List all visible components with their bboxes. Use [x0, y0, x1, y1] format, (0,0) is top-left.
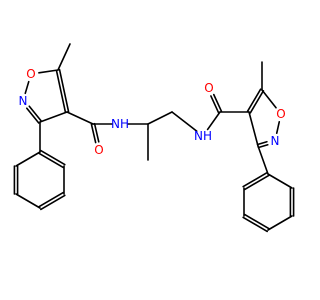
double-bond-line [28, 105, 43, 122]
atom-label-o: O [94, 143, 103, 157]
double-bond-line [210, 95, 220, 114]
double-bond-line [244, 213, 270, 230]
single-bond [39, 111, 68, 123]
double-bond-line [246, 88, 262, 112]
bond-layer [13, 43, 295, 233]
single-bond [24, 80, 30, 95]
single-bond [261, 89, 277, 109]
double-bond-line [58, 68, 70, 113]
double-bond-line [90, 123, 97, 144]
single-bond [15, 151, 41, 167]
double-bond-line [242, 216, 268, 233]
single-bond [171, 111, 198, 132]
double-bond-line [93, 122, 100, 143]
single-bond [257, 145, 269, 175]
single-bond [267, 173, 293, 189]
double-bond-line [38, 152, 64, 169]
single-bond [248, 111, 259, 147]
single-bond [206, 111, 221, 131]
atom-label-o: O [26, 67, 35, 81]
single-bond [66, 111, 94, 125]
atom-label-o: O [204, 81, 213, 95]
single-bond [275, 121, 281, 134]
single-bond [147, 111, 173, 125]
double-bond-line [257, 143, 269, 149]
double-bond-line [244, 174, 270, 191]
double-bond-line [249, 90, 265, 114]
double-bond-line [25, 107, 40, 124]
single-bond [38, 69, 59, 74]
double-bond-line [55, 69, 67, 114]
single-bond [267, 215, 293, 231]
atom-label-n: NH [111, 117, 129, 131]
double-bond-line [242, 171, 268, 188]
atom-label-n: NH [194, 129, 212, 143]
double-bond-line [212, 93, 223, 113]
atom-label-o: O [276, 107, 285, 121]
single-bond [15, 193, 41, 209]
double-bond-line [40, 194, 66, 211]
single-bond [57, 43, 71, 71]
atom-label-n: N [271, 134, 280, 148]
atom-label-n: N [19, 94, 28, 108]
double-bond-line [256, 140, 268, 146]
double-bond-line [40, 149, 66, 166]
double-bond-line [38, 191, 64, 208]
